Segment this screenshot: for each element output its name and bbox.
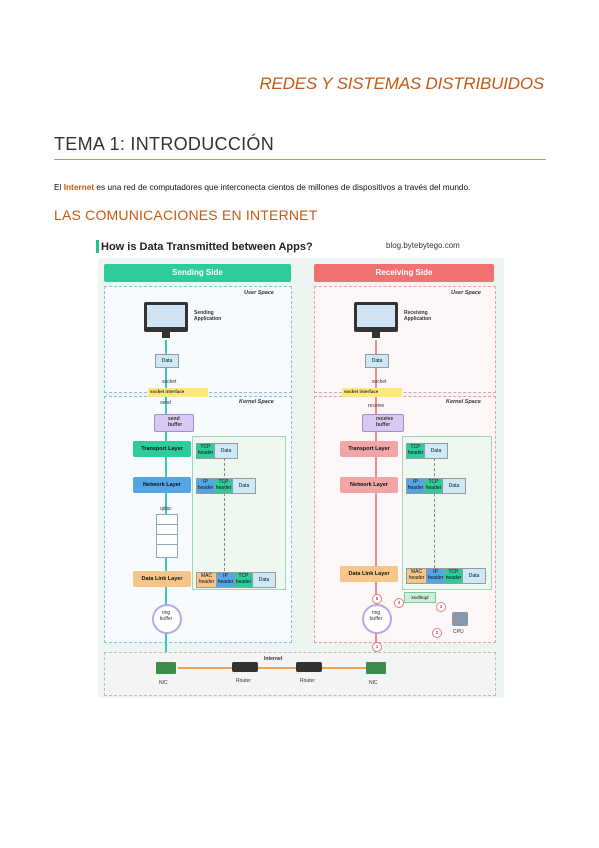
recv-tcp-header-3: TCP header — [444, 568, 463, 584]
qdisc-queue — [156, 514, 178, 558]
internet-label: Internet — [264, 656, 283, 662]
recv-tcp-header-1: TCP header — [406, 443, 425, 459]
sending-socket-interface — [148, 388, 208, 397]
title-rule — [54, 159, 546, 160]
send-data-1: Data — [214, 443, 238, 459]
receiving-data-box: Data — [365, 354, 389, 368]
receiving-side-header: Receiving Side — [314, 264, 494, 282]
send-buffer-label: send buffer — [168, 416, 183, 428]
send-tcp-header-3: TCP header — [234, 572, 253, 588]
receiving-nic-icon — [366, 662, 386, 674]
figure-title: How is Data Transmitted between Apps? — [101, 241, 313, 253]
sending-ring-buffer-label: ring buffer — [159, 610, 173, 622]
sending-kernel-space-label: Kernel Space — [239, 399, 274, 405]
sending-network-layer: Network Layer — [133, 477, 191, 493]
sending-side-header: Sending Side — [104, 264, 291, 282]
intro-paragraph: El Internet es una red de computadores q… — [54, 182, 470, 192]
receiving-flow-line — [375, 340, 377, 680]
send-tcp-header-2: TCP header — [214, 478, 233, 494]
send-buffer-box — [154, 414, 194, 432]
intro-rest: es una red de computadores que intercone… — [94, 182, 471, 192]
ksoftirqd-box: ksoftirqd — [404, 592, 436, 603]
sending-data-box: Data — [155, 354, 179, 368]
receiving-monitor-icon — [354, 302, 398, 332]
send-ip-header-2: IP header — [196, 478, 215, 494]
receive-call-label: receive — [368, 403, 385, 409]
title-accent-bar — [96, 240, 99, 253]
sending-nic-icon — [156, 662, 176, 674]
sending-monitor-stand — [162, 332, 170, 338]
course-title: REDES Y SISTEMAS DISTRIBUIDOS — [259, 74, 544, 93]
receiving-transport-layer: Transport Layer — [340, 441, 398, 457]
recv-data-1: Data — [424, 443, 448, 459]
receiving-user-space — [314, 286, 496, 393]
recv-tcp-header-2: TCP header — [424, 478, 443, 494]
sending-header-panel — [192, 436, 286, 590]
receiving-nic-label: NIC — [369, 680, 378, 686]
section-title: LAS COMUNICACIONES EN INTERNET — [54, 207, 318, 223]
sending-ring-buffer — [152, 604, 182, 634]
sending-user-space-label: User Space — [244, 290, 274, 296]
sending-app-label: Sending Application — [194, 310, 222, 322]
figure-source: blog.bytebytego.com — [386, 241, 460, 250]
recv-mac-header: MAC header — [406, 568, 427, 584]
router-2-icon — [296, 662, 322, 672]
recv-data-3: Data — [462, 568, 486, 584]
intro-keyword: Internet — [63, 182, 95, 192]
step-1-badge: 1 — [372, 642, 382, 652]
network-link-line — [178, 667, 368, 669]
receiving-ring-buffer-label: ring buffer — [369, 610, 383, 622]
sending-nic-label: NIC — [159, 680, 168, 686]
receiving-user-space-label: User Space — [451, 290, 481, 296]
send-ip-header-3: IP header — [216, 572, 235, 588]
data-transmission-figure: How is Data Transmitted between Apps? bl… — [96, 236, 506, 698]
receiving-socket-interface — [342, 388, 402, 397]
intro-prefix: El — [54, 182, 64, 192]
qdisc-label: qdisc — [160, 506, 172, 512]
send-call-label: send — [160, 400, 171, 406]
recv-ip-header-3: IP header — [426, 568, 445, 584]
step-3-badge: 3 — [436, 602, 446, 612]
receiving-monitor-stand — [372, 332, 380, 338]
receive-buffer-label: receive buffer — [376, 416, 394, 428]
router-1-label: Router — [236, 678, 252, 684]
receive-buffer-box — [362, 414, 404, 432]
network-panel — [104, 652, 496, 696]
sending-user-space — [104, 286, 292, 393]
router-2-label: Router — [300, 678, 316, 684]
recv-data-2: Data — [442, 478, 466, 494]
sending-data-link-layer: Data Link Layer — [133, 571, 191, 587]
receiving-socket-label: socket — [372, 379, 387, 385]
sending-transport-layer: Transport Layer — [133, 441, 191, 457]
receiving-data-link-layer: Data Link Layer — [340, 566, 398, 582]
send-mac-header: MAC header — [196, 572, 217, 588]
step-5-badge: 5 — [372, 594, 382, 604]
receiving-app-label: Receiving Application — [404, 310, 432, 322]
sending-socket-interface-label: socket interface — [150, 389, 185, 394]
cpu-icon — [452, 612, 468, 626]
send-tcp-header-1: TCP header — [196, 443, 215, 459]
tema-title: TEMA 1: INTRODUCCIÓN — [54, 134, 275, 154]
receiving-header-panel — [402, 436, 492, 590]
receiving-network-layer: Network Layer — [340, 477, 398, 493]
cpu-label: CPU — [453, 629, 464, 635]
router-1-icon — [232, 662, 258, 672]
sending-monitor-icon — [144, 302, 188, 332]
send-data-2: Data — [232, 478, 256, 494]
receiving-socket-interface-label: socket interface — [344, 389, 379, 394]
recv-header-dash-line — [434, 458, 435, 568]
recv-ip-header-2: IP header — [406, 478, 425, 494]
receiving-ring-buffer — [362, 604, 392, 634]
sending-flow-line — [165, 340, 167, 680]
receiving-kernel-space-label: Kernel Space — [446, 399, 481, 405]
step-4-badge: 4 — [394, 598, 404, 608]
send-header-dash-line — [224, 458, 225, 576]
send-data-3: Data — [252, 572, 276, 588]
step-2-badge: 2 — [432, 628, 442, 638]
sending-socket-label: socket — [162, 379, 177, 385]
